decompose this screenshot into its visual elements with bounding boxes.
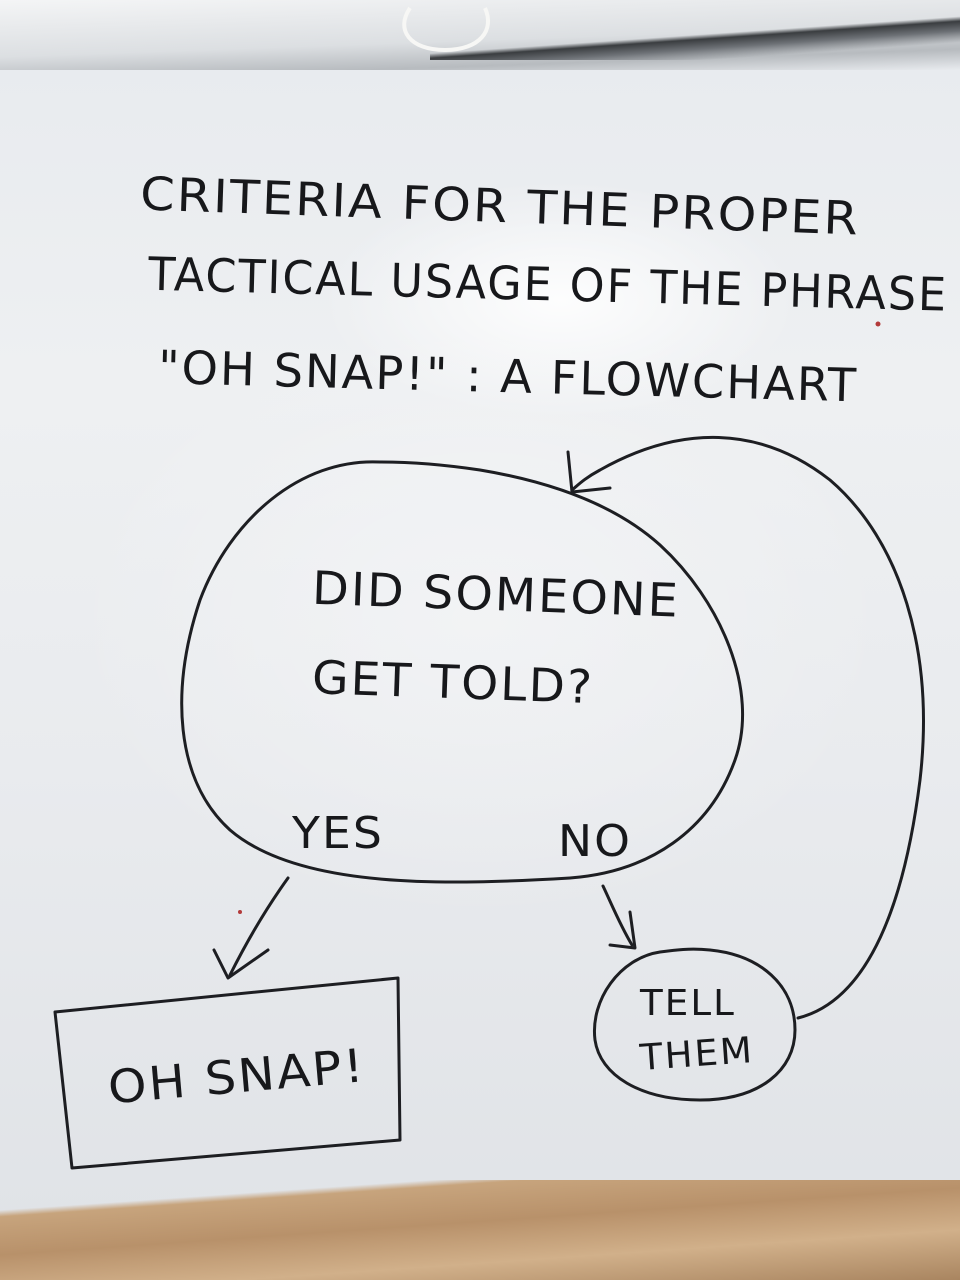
outcome-no-line-2: THEM (638, 1030, 756, 1079)
title-line-2: TACTICAL USAGE OF THE PHRASE (147, 247, 949, 322)
decision-shape (180, 460, 745, 884)
no-arrow (601, 884, 634, 947)
title-line-1: CRITERIA FOR THE PROPER (139, 166, 860, 245)
wooden-frame (0, 1180, 960, 1280)
decision-line-2: GET TOLD? (311, 650, 595, 714)
loop-back-arrow-head (566, 450, 612, 494)
outcome-yes-box (53, 976, 402, 1170)
yes-arrow-head (212, 948, 270, 980)
hanging-string (402, 6, 491, 53)
loop-back-arrow (570, 435, 925, 1020)
no-arrow-head (608, 910, 637, 950)
outcome-no-shape (592, 947, 797, 1102)
marker-speck (238, 910, 242, 914)
branch-yes-label: YES (291, 808, 384, 859)
board-top-rail-edge (430, 0, 960, 60)
yes-arrow (228, 876, 290, 977)
marker-speck (875, 321, 881, 327)
outcome-yes-label: OH SNAP! (106, 1038, 368, 1114)
decision-line-1: DID SOMEONE (311, 561, 681, 628)
outcome-no-line-1: TELL (639, 983, 736, 1024)
title-line-3: "OH SNAP!" : A FLOWCHART (158, 340, 859, 412)
branch-no-label: NO (558, 816, 632, 867)
